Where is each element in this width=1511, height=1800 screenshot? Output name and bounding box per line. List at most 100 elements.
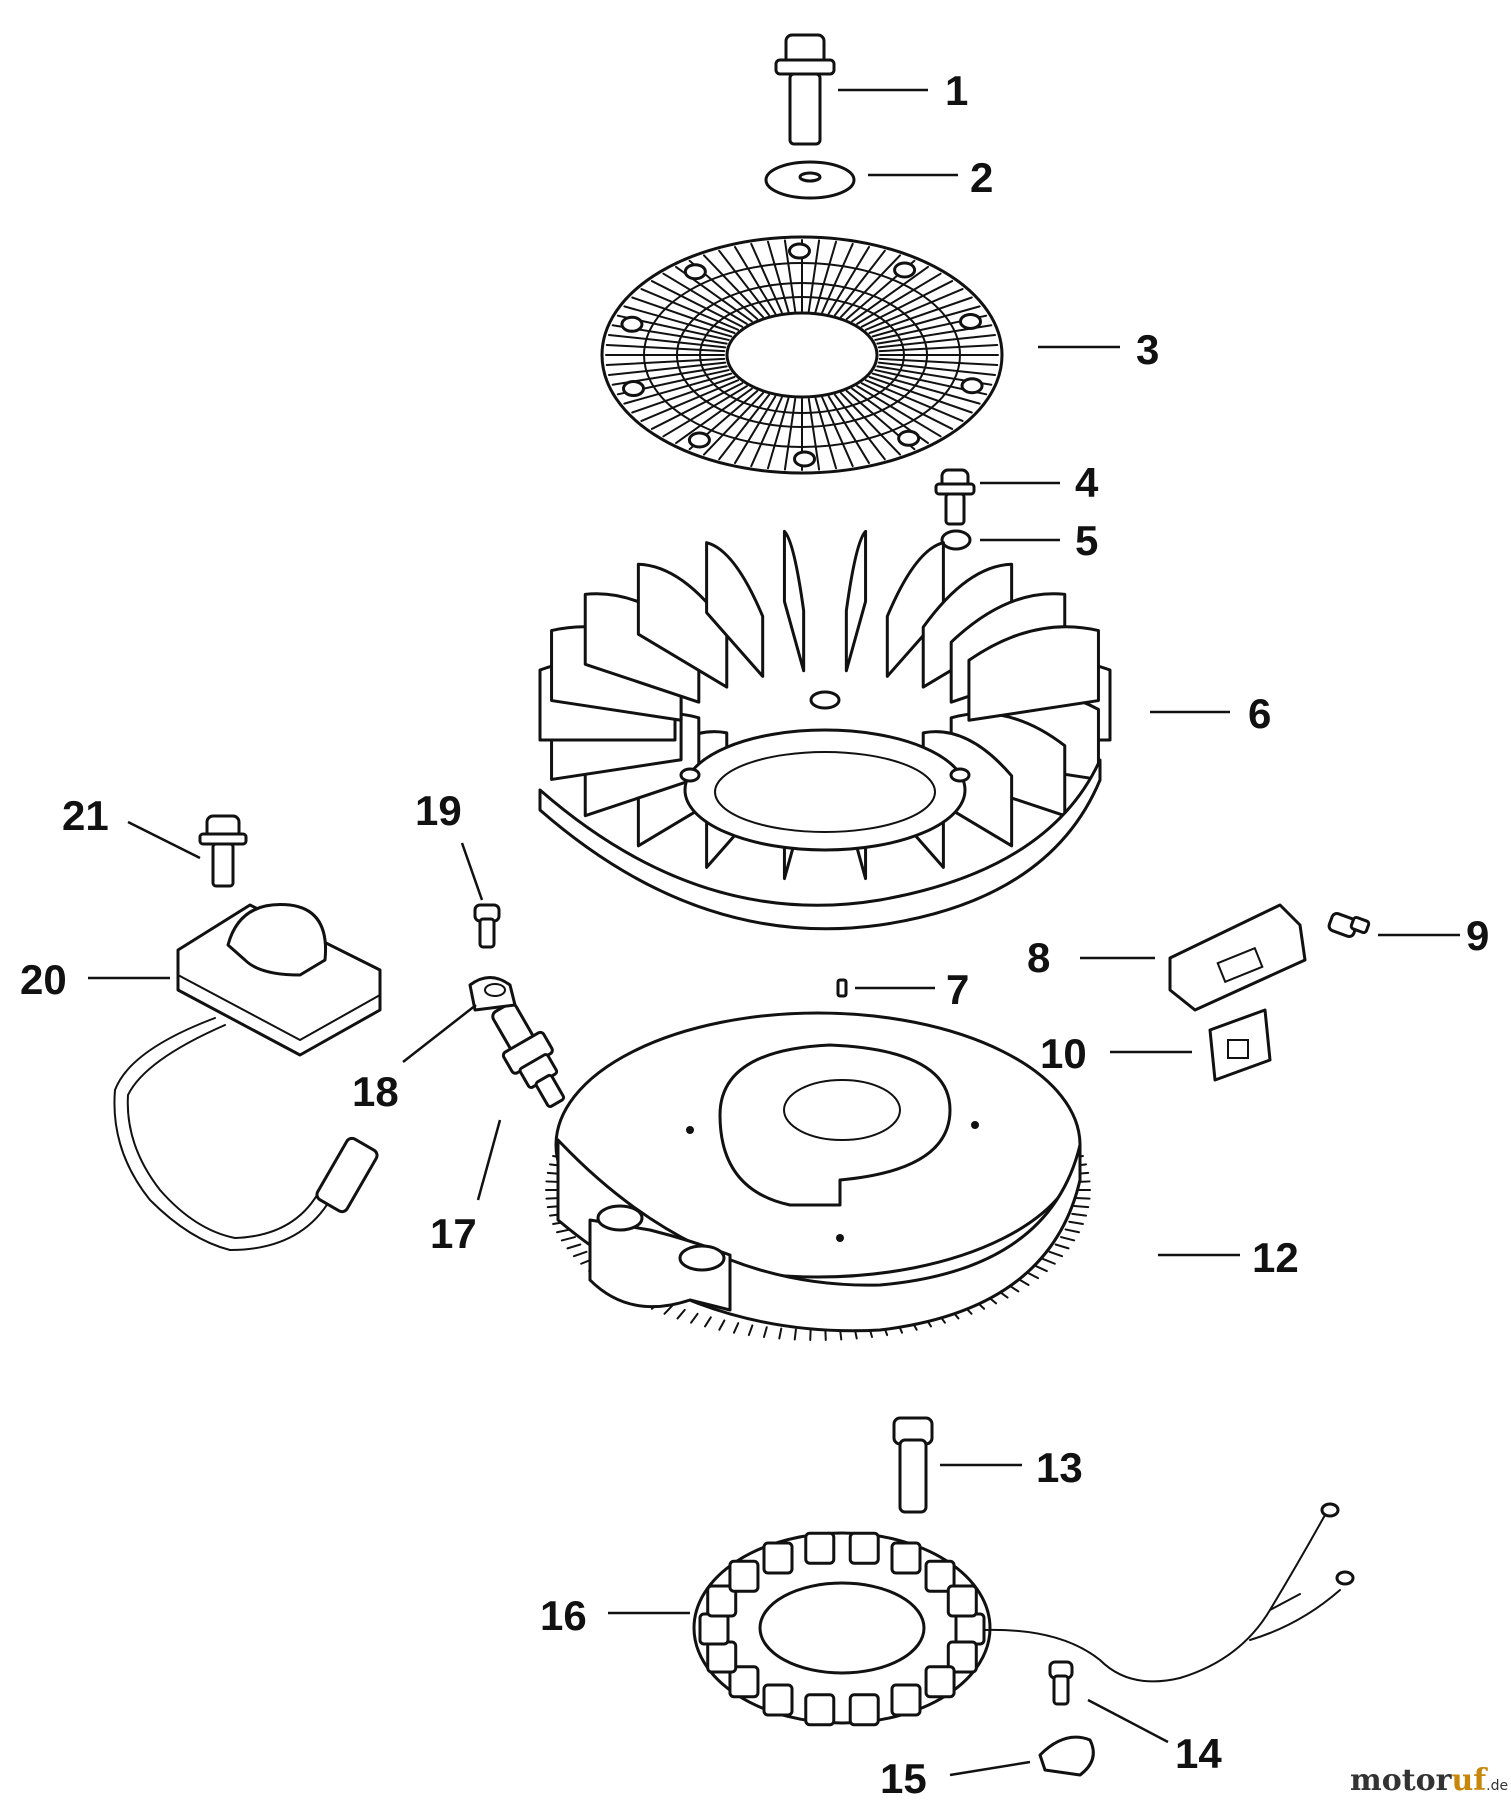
screen-spoke: [868, 296, 973, 334]
callout-8: 8: [1027, 934, 1050, 981]
part-19-screw: [473, 903, 501, 949]
flywheel-tooth: [778, 1327, 783, 1340]
stator-coil: [804, 1531, 836, 1565]
callout-3: 3: [1136, 326, 1159, 373]
screen-spoke: [607, 361, 727, 376]
part-10-connector: [1208, 1008, 1272, 1082]
screen-spoke: [750, 242, 783, 314]
flywheel-tooth: [704, 1316, 712, 1328]
screen-spoke: [703, 254, 764, 318]
callout-19: 19: [415, 787, 462, 834]
screen-spoke: [864, 379, 964, 422]
callout-14: 14: [1175, 1730, 1222, 1777]
callout-12: 12: [1252, 1234, 1299, 1281]
screen-spoke: [878, 357, 999, 367]
flywheel-tooth: [732, 1322, 740, 1334]
part-12-flywheel: [545, 1011, 1091, 1341]
screen-spoke: [623, 305, 733, 338]
callout-16: 16: [540, 1592, 587, 1639]
fan-blade: [967, 625, 1100, 722]
part-13-pin: [892, 1416, 934, 1514]
flywheel-tooth: [1041, 1257, 1056, 1265]
screen-slot: [683, 263, 707, 281]
screen-spoke: [718, 249, 771, 317]
flywheel-tooth: [572, 1250, 588, 1258]
leader-18: [402, 1004, 477, 1063]
callout-21: 21: [62, 792, 109, 839]
flywheel-tooth: [690, 1312, 699, 1324]
stator-coil: [728, 1665, 760, 1699]
screen-spoke: [623, 372, 733, 405]
screen-spoke: [733, 395, 777, 465]
screen-spoke: [877, 334, 997, 349]
screen-spoke: [856, 385, 942, 438]
screen-spoke: [662, 272, 748, 325]
part-3-grass-screen: [600, 235, 1004, 475]
part-20-ignition-module: [113, 903, 382, 1252]
screen-spoke: [733, 245, 777, 315]
screen-spoke: [851, 265, 929, 323]
screen-spoke: [650, 280, 744, 328]
callout-6: 6: [1248, 690, 1271, 737]
screen-spoke: [640, 379, 740, 422]
screen-slot: [787, 242, 811, 260]
flywheel-tooth: [1048, 1250, 1064, 1258]
screen-spoke: [750, 396, 783, 468]
part-1-bolt: [774, 33, 836, 146]
stator-coil: [804, 1693, 836, 1727]
screen-spoke: [631, 296, 736, 334]
screen-spoke: [856, 272, 942, 325]
screen-spoke: [840, 392, 901, 456]
screen-spoke: [814, 397, 838, 470]
flywheel-tooth: [663, 1304, 674, 1315]
stator-coil: [890, 1683, 922, 1717]
flywheel-tooth: [1059, 1236, 1076, 1242]
flywheel-tooth: [1064, 1228, 1080, 1234]
stator-coil: [706, 1640, 738, 1674]
callout-9: 9: [1466, 912, 1489, 959]
callout-7: 7: [946, 966, 969, 1013]
part-21-screw: [198, 814, 248, 888]
screen-spoke: [871, 305, 981, 338]
screen-spoke: [868, 376, 973, 414]
fan-blade: [885, 541, 945, 678]
screen-slot: [620, 315, 644, 333]
stator-coil: [762, 1541, 794, 1575]
flywheel-tooth: [1068, 1220, 1084, 1225]
screen-spoke: [821, 242, 854, 314]
screen-slot: [893, 261, 917, 279]
part-5-lock-washer: [940, 529, 972, 551]
screen-spoke: [703, 392, 764, 456]
screen-spoke: [833, 393, 886, 461]
stator-coil: [706, 1584, 738, 1618]
screen-spoke: [877, 361, 997, 376]
screen-spoke: [807, 239, 821, 313]
flywheel-tooth: [1025, 1271, 1040, 1280]
part-18-clamp: [468, 976, 517, 1012]
part-14-screw: [1048, 1660, 1074, 1706]
svg-text:motoruf.de: motoruf.de: [1350, 1763, 1508, 1798]
leader-17: [476, 1119, 502, 1201]
screen-spoke: [878, 343, 999, 353]
fan-blade: [782, 529, 806, 673]
screen-spoke: [631, 376, 736, 414]
watermark-logo: motoruf.de: [1350, 1763, 1508, 1798]
screen-slot: [958, 312, 982, 330]
screen-slot: [960, 377, 984, 395]
flywheel-tooth: [762, 1326, 768, 1339]
screen-spoke: [605, 357, 726, 367]
callout-15: 15: [880, 1755, 927, 1800]
leader-14: [1087, 1698, 1169, 1744]
flywheel-tooth: [1054, 1243, 1070, 1250]
stator-coil: [946, 1584, 978, 1618]
callout-18: 18: [352, 1068, 399, 1115]
callout-2: 2: [970, 154, 993, 201]
fan-blade: [921, 562, 1014, 689]
screen-spoke: [827, 395, 871, 465]
flywheel-tooth: [566, 1243, 582, 1250]
stator-coil: [848, 1531, 880, 1565]
screen-spoke: [860, 382, 954, 430]
flywheel-tooth: [1034, 1264, 1048, 1273]
screen-spoke: [718, 393, 771, 461]
